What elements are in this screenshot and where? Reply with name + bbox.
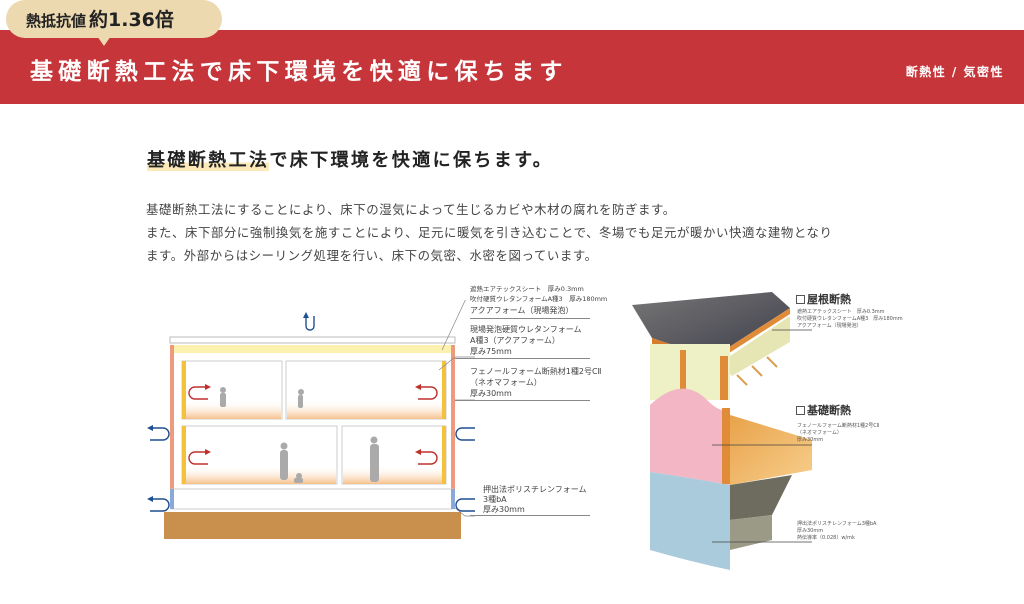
base-spec-line: 厚み30mm	[797, 528, 824, 534]
exterior-label-line2: （ネオマフォーム）	[470, 378, 542, 387]
banner-tags: 断熱性 / 気密性	[905, 65, 1004, 79]
foundation-spec-line: フェノールフォーム断熱材1種2号CⅡ	[797, 423, 880, 429]
badge-label: 熱抵抗値	[26, 12, 87, 30]
cutaway-svg	[632, 292, 880, 570]
roof-spec-line: アクアフォーム（現場発泡）	[797, 323, 862, 329]
paragraph-line: ます。外部からはシーリング処理を行い、床下の気密、水密を図っています。	[146, 248, 598, 263]
house-section-diagram	[135, 289, 475, 550]
leader-line	[470, 318, 590, 319]
foundation-label-line1: 押出法ポリスチレンフォーム	[483, 485, 587, 494]
exterior-label-line1: フェノールフォーム断熱材1種2号CⅡ	[470, 367, 602, 376]
paragraph-line: 基礎断熱工法にすることにより、床下の湿気によって生じるカビや木材の腐れを防ぎます…	[146, 202, 676, 217]
checkbox-square-icon	[796, 406, 805, 415]
base-spec-line: 押出法ポリスチレンフォーム3種bA	[797, 521, 877, 527]
foundation-label-line2: 3種bA	[483, 495, 507, 504]
exterior-label-line3: 厚み30mm	[470, 389, 512, 398]
roof-label-line3: アクアフォーム（現場発泡）	[470, 306, 574, 315]
heading-highlight: 基礎断熱工法	[147, 150, 270, 171]
wall-label-line3: 厚み75mm	[470, 347, 512, 356]
section-heading: 基礎断熱工法で床下環境を快適に保ちます。	[147, 146, 553, 172]
checkbox-square-icon	[796, 295, 805, 304]
leader-line	[470, 515, 590, 516]
foundation-spec-line: （ネオマフォーム）	[797, 430, 842, 436]
house-section-svg	[147, 289, 475, 539]
roof-label-line1: 遮熱エアテックスシート 厚み0.3mm	[470, 285, 584, 293]
roof-label-line2: 吹付硬質ウレタンフォームA種3 厚み180mm	[470, 295, 608, 303]
roof-spec-line: 遮熱エアテックスシート 厚み0.3mm	[797, 309, 885, 315]
roof-insulation-title: 屋根断熱	[796, 291, 851, 307]
leader-line	[455, 400, 590, 401]
foundation-label-line3: 厚み30mm	[483, 505, 525, 514]
badge-value: 約1.36倍	[89, 9, 174, 31]
roof-spec-line: 吹付硬質ウレタンフォームA種3 厚み180mm	[797, 316, 903, 322]
base-spec-line: 熱伝導率（0.028）w/mk	[797, 535, 855, 541]
section-banner	[0, 30, 1024, 104]
banner-title: 基礎断熱工法で床下環境を快適に保ちます	[30, 58, 568, 85]
thermal-resistance-badge: 熱抵抗値約1.36倍	[6, 0, 222, 46]
wall-label-line2: A種3（アクアフォーム）	[470, 336, 560, 345]
leader-line	[455, 358, 590, 359]
wall-label-line1: 現場発泡硬質ウレタンフォーム	[470, 325, 582, 334]
heading-rest: で床下環境を快適に保ちます。	[269, 150, 554, 171]
foundation-insulation-title: 基礎断熱	[796, 402, 851, 418]
section-paragraph: 基礎断熱工法にすることにより、床下の湿気によって生じるカビや木材の腐れを防ぎます…	[146, 198, 896, 267]
foundation-spec-line: 厚み30mm	[797, 437, 824, 443]
paragraph-line: また、床下部分に強制換気を施すことにより、足元に暖気を引き込むことで、冬場でも足…	[146, 225, 833, 240]
insulation-cutaway-illustration	[612, 280, 880, 570]
